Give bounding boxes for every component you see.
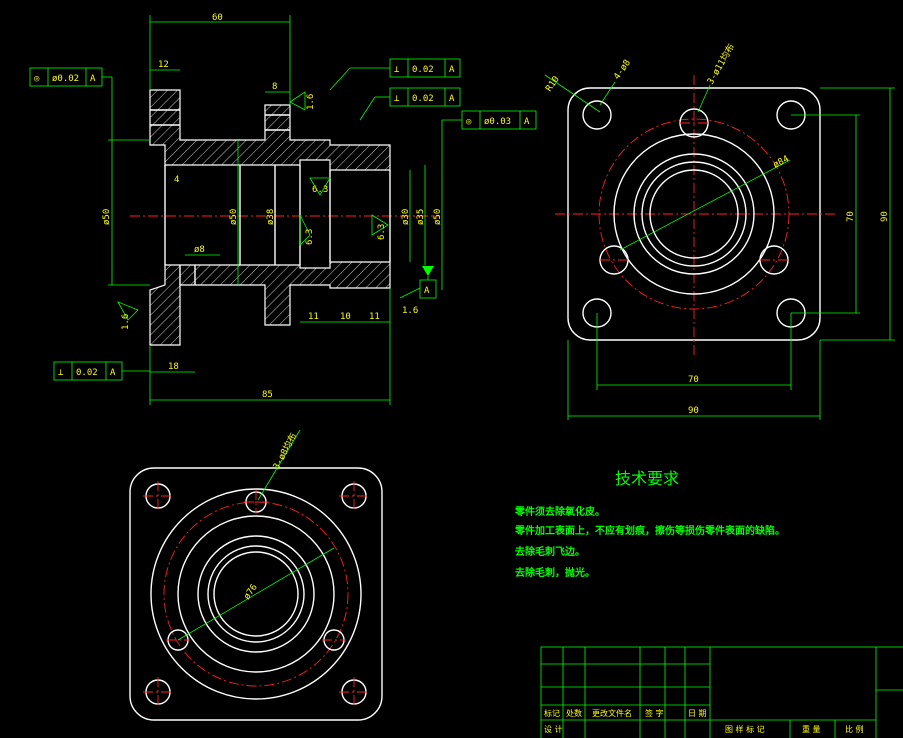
roughness-16c: 1.6: [402, 306, 418, 316]
roughness-63c: 6.3: [377, 224, 387, 240]
note-3: 去除毛刺飞边。: [515, 547, 585, 558]
tol-frame-coax-right: ◎ ø0.03 A: [441, 110, 537, 140]
note-4: 去除毛刺，抛光。: [515, 568, 595, 579]
dim-11a: 11: [308, 312, 319, 322]
dim-phi50-left: ø50: [102, 209, 112, 225]
svg-text:处数: 处数: [566, 708, 582, 718]
svg-text:设 计: 设 计: [544, 724, 563, 734]
svg-text:◎: ◎: [466, 117, 472, 127]
svg-text:0.02: 0.02: [76, 368, 98, 378]
svg-text:0.02: 0.02: [412, 65, 434, 75]
svg-text:ø0.03: ø0.03: [484, 117, 511, 127]
tol-frame-perp-bottom: ⊥ 0.02 A: [53, 361, 150, 381]
tol-frame-perp-top2: ⊥ 0.02 A: [359, 87, 461, 121]
dim-phi50-mid: ø50: [229, 209, 239, 225]
datum-a-marker: A: [419, 266, 437, 299]
dim-phi30: ø30: [401, 209, 411, 225]
dim-phi38: ø38: [266, 209, 276, 225]
dim-10: 10: [340, 312, 351, 322]
svg-text:⊥: ⊥: [58, 368, 64, 378]
dim-v70: 70: [846, 211, 856, 222]
svg-text:⊥: ⊥: [394, 65, 400, 75]
dim-85: 85: [262, 390, 273, 400]
svg-text:◎: ◎: [34, 74, 40, 84]
svg-text:0.02: 0.02: [412, 94, 434, 104]
svg-text:A: A: [524, 117, 530, 127]
svg-text:ø0.02: ø0.02: [52, 74, 79, 84]
roughness-63b: 6.3: [305, 229, 315, 245]
right-view: 70 90 70 90 ø84 R10 4-ø8 3-ø11均布: [544, 41, 895, 420]
svg-text:重 量: 重 量: [802, 724, 821, 734]
svg-text:A: A: [424, 286, 430, 296]
dim-phi84: ø84: [772, 154, 791, 170]
svg-text:图 样 标 记: 图 样 标 记: [725, 724, 765, 734]
dim-4-phi8: 4-ø8: [612, 58, 633, 82]
svg-text:标记: 标记: [544, 708, 560, 718]
tol-frame-perp-top1: ⊥ 0.02 A: [329, 58, 461, 91]
front-hatch-bottom: [149, 261, 391, 346]
dim-v90: 90: [880, 211, 890, 222]
dim-18: 18: [168, 362, 179, 372]
svg-text:日 期: 日 期: [688, 709, 707, 718]
dim-11b: 11: [369, 312, 380, 322]
dim-h90: 90: [688, 406, 699, 416]
svg-text:A: A: [110, 368, 116, 378]
svg-text:签 字: 签 字: [645, 708, 664, 718]
svg-text:⊥: ⊥: [394, 94, 400, 104]
dim-phi8: ø8: [194, 245, 205, 255]
dim-60: 60: [212, 13, 223, 23]
svg-text:更改文件名: 更改文件名: [592, 708, 632, 718]
dim-12: 12: [158, 60, 169, 70]
note-2: 零件加工表面上，不应有划痕，擦伤等损伤零件表面的缺陷。: [515, 526, 785, 537]
dim-4: 4: [174, 175, 179, 185]
dim-phi50-right: ø50: [433, 209, 443, 225]
dim-phi35: ø35: [416, 209, 426, 225]
dim-phi76: ø76: [242, 583, 260, 602]
title-block: 标记 处数 更改文件名 签 字 日 期 设 计 图 样 标 记 重 量 比 例: [540, 646, 903, 738]
roughness-63a: 6.3: [312, 185, 328, 195]
roughness-16a: 1.6: [306, 94, 316, 110]
svg-text:A: A: [90, 74, 96, 84]
svg-text:比 例: 比 例: [845, 724, 864, 734]
svg-text:A: A: [449, 65, 455, 75]
notes-title: 技术要求: [615, 469, 680, 488]
dim-3-phi8: 3-ø8均布: [270, 431, 299, 472]
bottom-plate-outline: [129, 467, 383, 721]
front-section-view: 60 12 8 4 18 85 11 10 11 ø50 ø50 ø38 ø30…: [29, 13, 537, 405]
bottom-view: ø76 3-ø8均布: [129, 429, 383, 721]
dim-3-phi11: 3-ø11均布: [704, 41, 737, 86]
dim-h70: 70: [688, 375, 699, 385]
roughness-16b: 1.6: [121, 314, 131, 330]
tol-frame-coax-left: ◎ ø0.02 A: [29, 67, 113, 140]
dim-8: 8: [272, 82, 277, 92]
note-1: 零件须去除氧化皮。: [515, 507, 605, 518]
svg-text:A: A: [449, 94, 455, 104]
